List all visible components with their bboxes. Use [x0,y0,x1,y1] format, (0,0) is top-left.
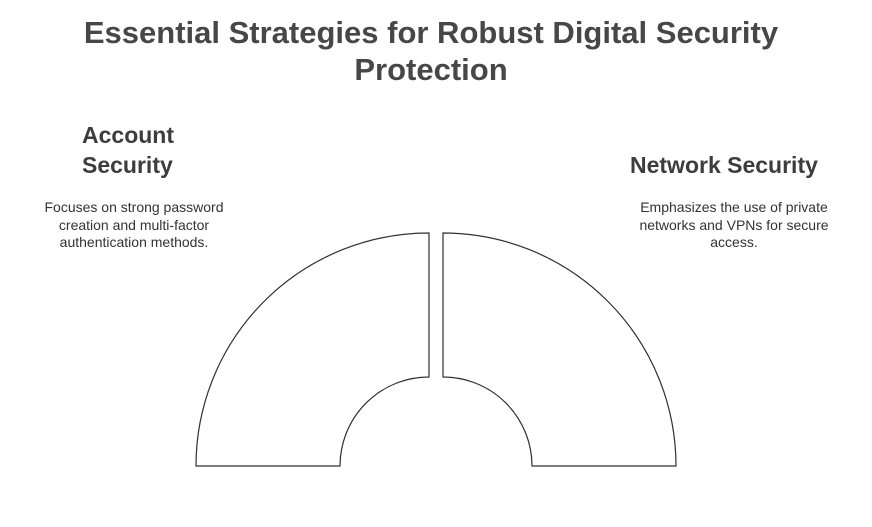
network-security-segment [442,232,677,467]
account-security-heading: Account Security [82,122,174,178]
network-security-description: Emphasizes the use of private networks a… [639,199,829,250]
account-security-description: Focuses on strong password creation and … [44,199,224,250]
account-security-segment [195,232,430,467]
diagram-title: Essential Strategies for Robust Digital … [83,15,779,87]
network-security-heading: Network Security [630,152,818,178]
